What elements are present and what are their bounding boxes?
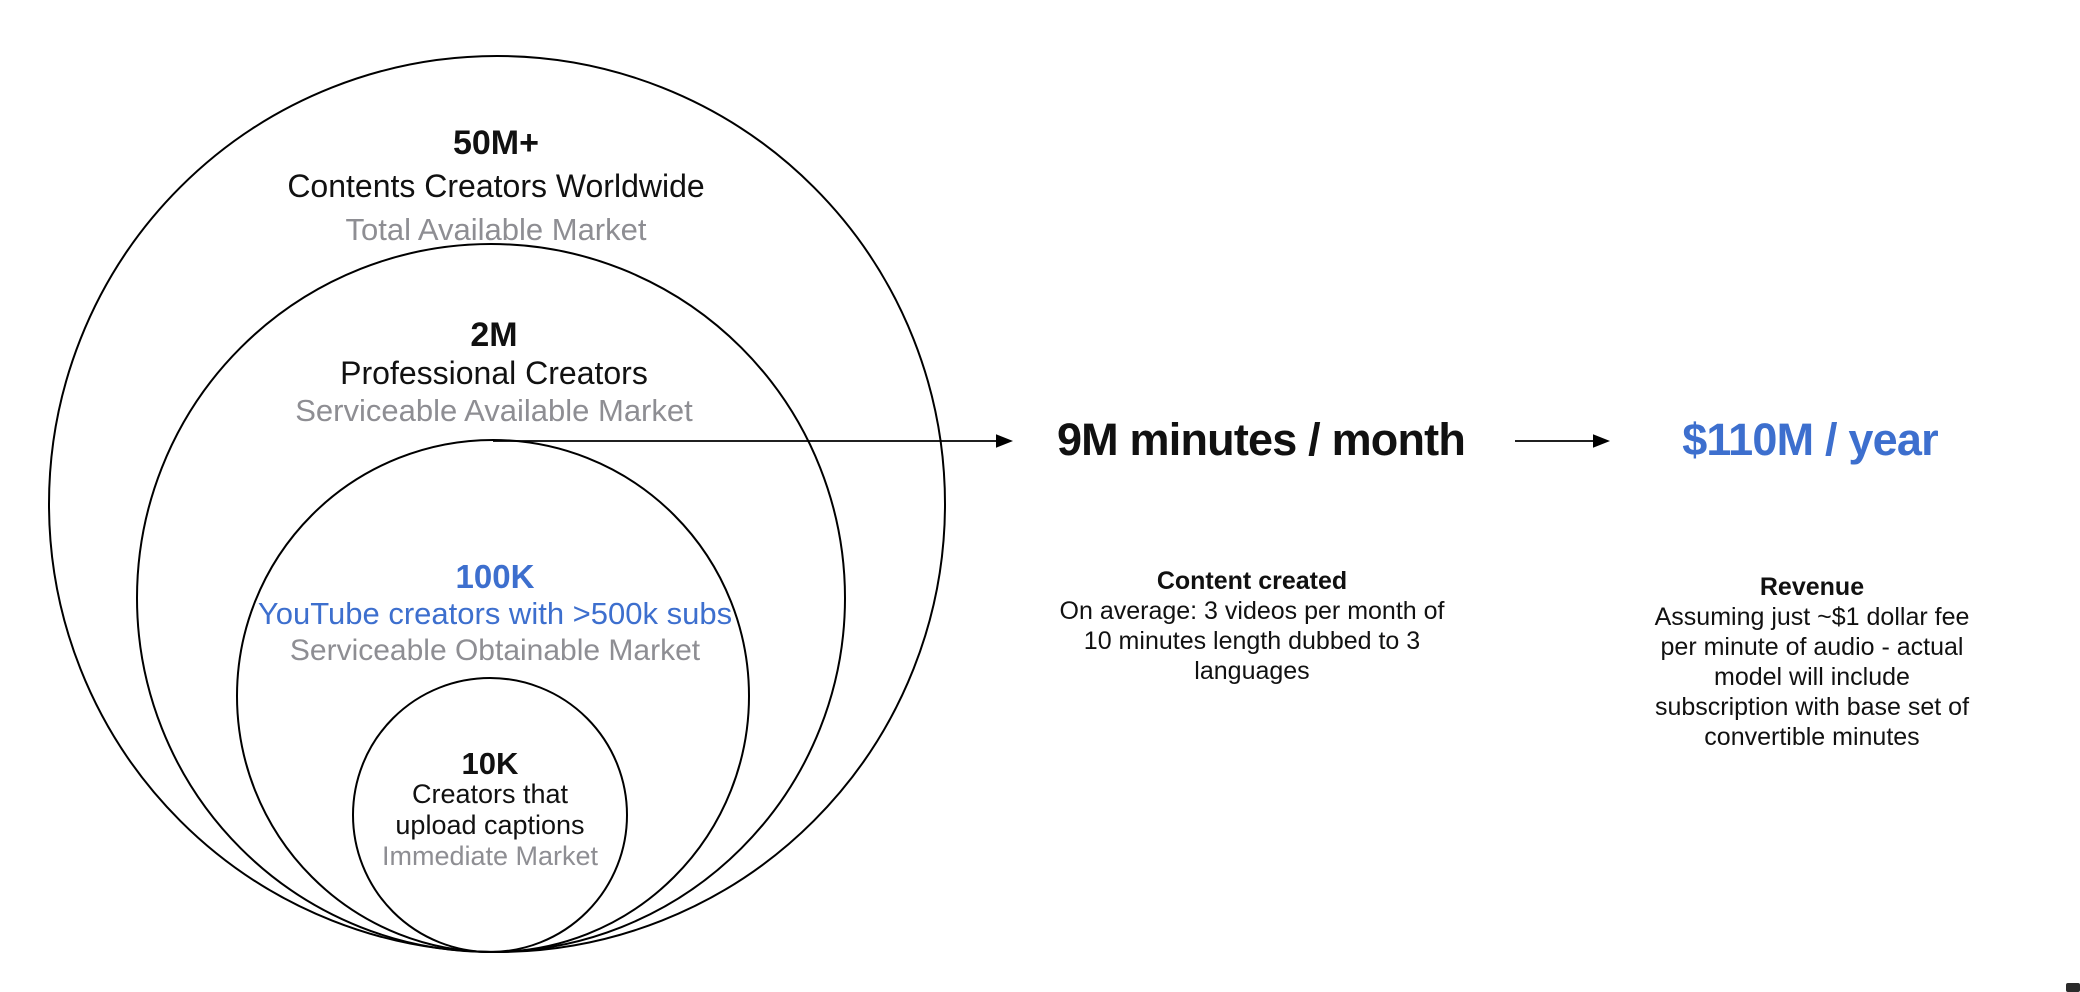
content-note-line: 10 minutes length dubbed to 3 (1083, 627, 1421, 655)
content-note-line: On average: 3 videos per month of (1059, 597, 1445, 625)
som-value: 100K (455, 558, 535, 595)
revenue-metric: $110M / year (1682, 414, 1938, 465)
tam-market-type: Total Available Market (345, 212, 647, 247)
sam-value: 2M (470, 316, 518, 354)
immediate-description-line-2: upload captions (395, 810, 585, 840)
content-metric: 9M minutes / month (1056, 414, 1466, 465)
cursor-artifact (2066, 983, 2080, 992)
content-note-line: languages (1194, 657, 1310, 685)
sam-circle-label: 2M Professional Creators Serviceable Ava… (295, 316, 692, 430)
som-circle-label: 100K YouTube creators with >500k subs Se… (258, 558, 732, 669)
content-arrowhead-icon (996, 434, 1013, 448)
content-note-title: Content created (1156, 567, 1348, 595)
som-market-type: Serviceable Obtainable Market (289, 634, 701, 667)
revenue-note-line: Assuming just ~$1 dollar fee (1654, 603, 1970, 631)
immediate-circle-label: 10K Creators that upload captions Immedi… (382, 748, 598, 872)
revenue-note-line: model will include (1714, 663, 1910, 691)
sam-description: Professional Creators (340, 355, 648, 391)
tam-description: Contents Creators Worldwide (287, 168, 705, 204)
content-created-note: Content created On average: 3 videos per… (1060, 566, 1445, 686)
immediate-value: 10K (461, 746, 519, 781)
immediate-description-line-1: Creators that (411, 779, 569, 809)
som-circle (236, 439, 750, 953)
som-description: YouTube creators with >500k subs (257, 596, 733, 631)
revenue-note-line: subscription with base set of (1654, 693, 1970, 721)
revenue-note-title: Revenue (1759, 573, 1865, 601)
content-arrow (493, 434, 1013, 448)
sam-market-type: Serviceable Available Market (295, 393, 693, 428)
tam-value: 50M+ (452, 124, 539, 162)
immediate-circle (352, 677, 628, 953)
immediate-market-type: Immediate Market (381, 841, 599, 871)
revenue-arrowhead-icon (1593, 434, 1610, 448)
revenue-arrow (1515, 434, 1610, 448)
revenue-note: Revenue Assuming just ~$1 dollar fee per… (1655, 572, 1970, 752)
revenue-note-line: per minute of audio - actual (1660, 633, 1964, 661)
tam-circle-label: 50M+ Contents Creators Worldwide Total A… (287, 122, 704, 251)
revenue-note-line: convertible minutes (1704, 723, 1920, 751)
